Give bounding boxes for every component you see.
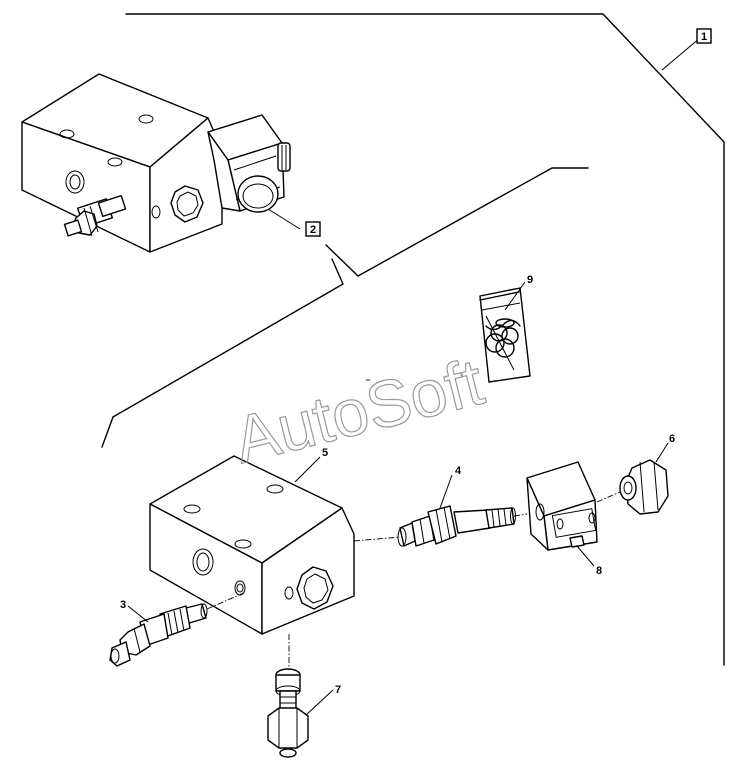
callout-part-6: 6	[669, 433, 675, 445]
solenoid-coil	[526, 461, 598, 551]
centerlines	[206, 379, 621, 670]
leader-lines	[127, 37, 701, 716]
watermark: AutoSoft	[227, 344, 491, 477]
assembly-label-2-text: 2	[310, 224, 316, 236]
assembly-label-1-text: 1	[701, 31, 707, 43]
relief-cartridge	[109, 603, 208, 667]
callout-part-8: 8	[596, 565, 602, 577]
assembly-1-bracket-line	[125, 13, 725, 666]
assembled-valve-overview	[21, 73, 291, 253]
seal-kit-bag	[479, 287, 531, 383]
callout-part-3: 3	[120, 599, 126, 611]
assembly-2-bracket-line	[101, 167, 589, 448]
valve-body	[149, 455, 355, 635]
bottom-plug-fitting	[267, 668, 309, 758]
assembly-label-1: 1	[696, 28, 712, 44]
callout-part-5: 5	[322, 447, 328, 459]
solenoid-cartridge	[397, 505, 516, 547]
callout-part-4: 4	[455, 465, 462, 477]
coil-nut	[619, 459, 669, 515]
callout-part-7: 7	[335, 684, 341, 696]
callout-part-9: 9	[527, 274, 533, 286]
assembly-label-2: 2	[305, 221, 321, 237]
